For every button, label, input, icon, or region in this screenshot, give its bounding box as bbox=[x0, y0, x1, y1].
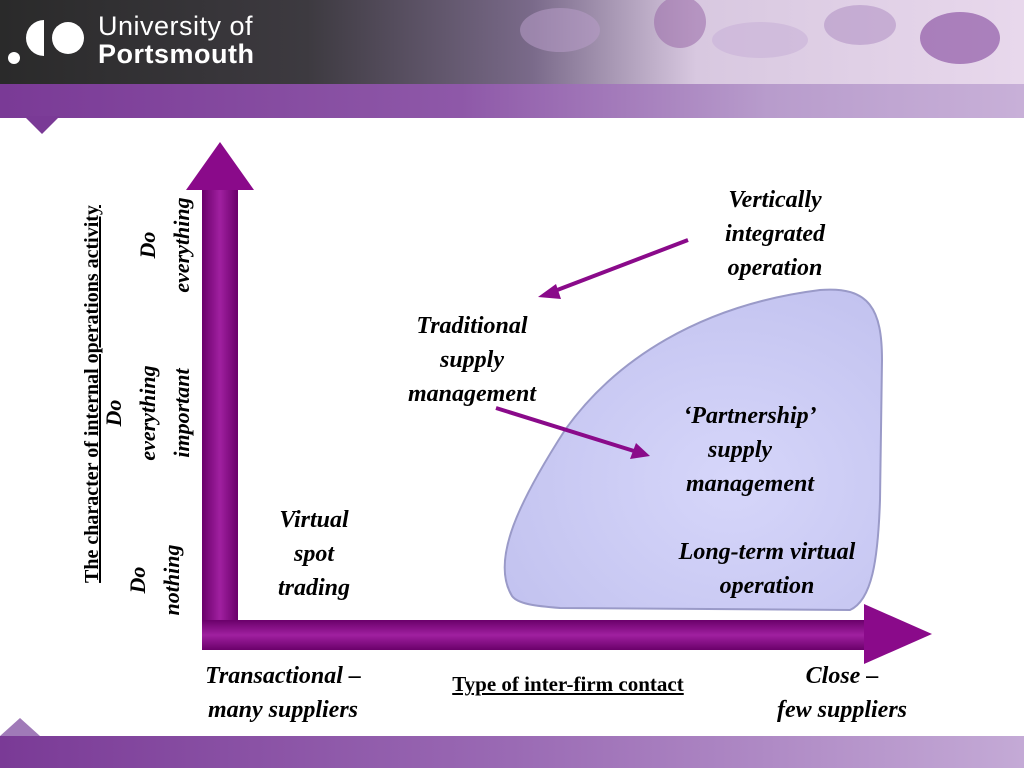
university-logo[interactable]: University of Portsmouth bbox=[0, 0, 280, 84]
y-level-high-line-2: everything bbox=[169, 197, 194, 293]
label-virtual-spot-line-3: trading bbox=[277, 575, 351, 601]
label-partnership-line-1: ‘Partnership’ bbox=[683, 403, 817, 429]
y-level-mid-line-1: Do bbox=[101, 399, 126, 427]
label-partnership-line-2: supply bbox=[708, 437, 773, 463]
label-traditional-line-1: Traditional bbox=[416, 313, 528, 339]
label-virtual-spot-line-2: spot bbox=[293, 541, 334, 567]
label-virtual-spot: Virtual spot trading bbox=[256, 503, 372, 605]
y-level-low-line-2: nothing bbox=[159, 544, 184, 616]
y-axis-arrow bbox=[186, 142, 254, 628]
x-axis-title: Type of inter-firm contact bbox=[452, 672, 684, 696]
y-level-mid-label: Do everything important bbox=[97, 348, 201, 478]
logo-line-2: Portsmouth bbox=[98, 39, 255, 69]
y-level-mid-line-2: everything bbox=[135, 365, 160, 461]
partnership-region bbox=[503, 288, 884, 612]
y-level-mid-line-3: important bbox=[169, 368, 194, 458]
label-long-term-virtual-line-1: Long-term virtual bbox=[678, 539, 856, 565]
pointer-arrow-vertical-to-traditional bbox=[538, 238, 689, 299]
logo-line-1: University of bbox=[98, 11, 254, 41]
y-level-high-line-1: Do bbox=[135, 231, 160, 259]
logo-mark-icon bbox=[8, 20, 84, 64]
y-level-low-label: Do nothing bbox=[121, 530, 191, 630]
footer-notch bbox=[0, 718, 40, 736]
label-traditional-line-2: supply bbox=[439, 347, 504, 373]
label-vertically-integrated: Vertically integrated operation bbox=[690, 183, 860, 285]
header-banner: University of Portsmouth bbox=[0, 0, 1024, 84]
x-level-high-line-1: Close – bbox=[805, 663, 879, 689]
label-traditional-line-3: management bbox=[407, 381, 536, 407]
label-virtual-spot-line-1: Virtual bbox=[279, 507, 349, 533]
x-level-low-line-2: many suppliers bbox=[207, 697, 359, 723]
x-axis-arrow bbox=[202, 604, 932, 664]
label-vertically-integrated-line-3: operation bbox=[727, 255, 823, 281]
pointer-arrow-traditional-to-partnership bbox=[495, 406, 650, 459]
header-notch bbox=[24, 116, 60, 134]
y-level-low-line-1: Do bbox=[125, 566, 150, 594]
y-level-high-label: Do everything bbox=[131, 185, 201, 305]
x-level-high-line-2: few suppliers bbox=[776, 697, 907, 723]
label-partnership-line-3: management bbox=[685, 471, 814, 497]
header-band bbox=[0, 84, 1024, 118]
label-traditional: Traditional supply management bbox=[386, 309, 558, 411]
x-level-low-line-1: Transactional – bbox=[205, 663, 361, 689]
label-long-term-virtual: Long-term virtual operation bbox=[652, 535, 882, 603]
logo-text: University of Portsmouth bbox=[98, 12, 255, 68]
header-decoration bbox=[520, 0, 1000, 64]
label-partnership: ‘Partnership’ supply management bbox=[660, 399, 840, 501]
label-long-term-virtual-line-2: operation bbox=[719, 573, 815, 599]
label-vertically-integrated-line-1: Vertically bbox=[728, 187, 822, 213]
x-level-low-label: Transactional – many suppliers bbox=[178, 659, 388, 727]
label-vertically-integrated-line-2: integrated bbox=[725, 221, 825, 247]
footer-band bbox=[0, 736, 1024, 768]
x-level-high-label: Close – few suppliers bbox=[752, 659, 932, 727]
